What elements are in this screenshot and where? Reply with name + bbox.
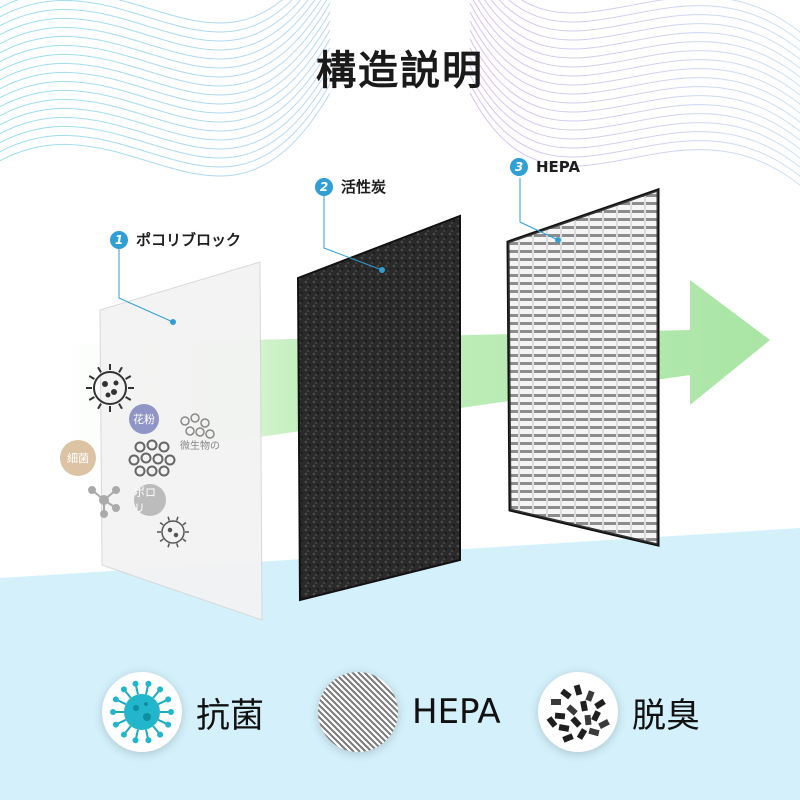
feature-deodorize: 脱臭 xyxy=(538,672,700,752)
callout-layer-2: 2 活性炭 xyxy=(315,176,386,197)
feature-label: 抗菌 xyxy=(196,695,264,736)
charcoal-icon xyxy=(538,672,618,752)
step-number: 1 xyxy=(110,230,128,249)
step-number: 3 xyxy=(510,158,528,176)
layer-label: ポコリブロック xyxy=(136,231,242,249)
page-title: 構造説明 xyxy=(316,48,484,94)
pre-filter-layer xyxy=(99,261,263,621)
hepa-filter-layer xyxy=(506,187,660,547)
pollen-bubble: 花粉 xyxy=(129,404,159,434)
carbon-filter-layer xyxy=(296,214,461,602)
molecule-icon xyxy=(88,486,120,518)
callout-layer-1: 1 ポコリブロック xyxy=(110,229,241,250)
germ-icon xyxy=(86,364,134,412)
layer-label: 活性炭 xyxy=(341,178,387,196)
bacteria-bubble: 細菌 xyxy=(60,440,96,476)
feature-label: HEPA xyxy=(412,692,501,732)
hepa-mesh-icon xyxy=(318,672,398,752)
small-germ-icon xyxy=(157,516,189,548)
feature-hepa: HEPA xyxy=(318,672,501,752)
microbe-cluster-icon xyxy=(180,413,215,439)
dust-bubble: ポロリ xyxy=(134,484,166,516)
feature-antibacterial: 抗菌 xyxy=(102,672,264,752)
virus-icon xyxy=(102,672,182,752)
step-number: 2 xyxy=(315,177,333,196)
callout-layer-3: 3 HEPA xyxy=(510,158,580,176)
layer-label: HEPA xyxy=(536,158,581,176)
microbe-label: 微生物の xyxy=(180,441,220,452)
feature-label: 脱臭 xyxy=(632,695,700,736)
dust-cluster-icon xyxy=(128,439,176,477)
